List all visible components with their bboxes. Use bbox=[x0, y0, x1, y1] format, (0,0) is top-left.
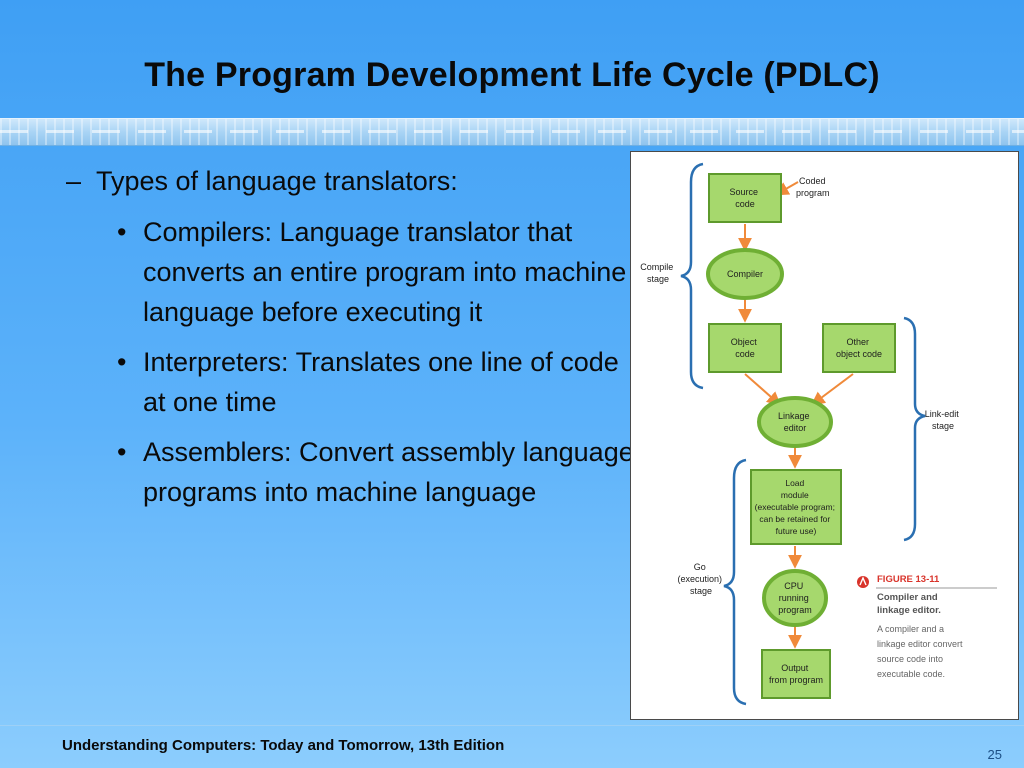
bracket-compile bbox=[680, 162, 704, 390]
caption-number: FIGURE 13-11 bbox=[877, 574, 940, 585]
figure-compiler-linkage: Source code Compiler Object code Other o… bbox=[630, 151, 1019, 720]
line: Other bbox=[846, 337, 869, 347]
caption-body: A compiler and a linkage editor convert … bbox=[877, 624, 965, 679]
arrow-other-to-linkage bbox=[810, 373, 854, 406]
line: (execution) bbox=[677, 574, 722, 584]
node-output bbox=[761, 649, 831, 699]
bullet-item: • Assemblers: Convert assembly language p… bbox=[117, 432, 637, 512]
bullet-list: • Compilers: Language translator that con… bbox=[117, 212, 637, 522]
line: Compiler and bbox=[877, 592, 938, 603]
line: Object bbox=[731, 337, 758, 347]
line: A compiler and a bbox=[877, 624, 944, 634]
line: program bbox=[778, 605, 812, 615]
line: source code into bbox=[877, 654, 943, 664]
node-source-code-text: Source code bbox=[729, 187, 760, 209]
line: linkage editor. bbox=[877, 605, 941, 616]
node-cpu-text: CPU running program bbox=[778, 581, 812, 615]
line: running bbox=[779, 593, 809, 603]
line: object code bbox=[836, 349, 882, 359]
node-load-module bbox=[750, 469, 842, 545]
line: executable code. bbox=[877, 669, 945, 679]
line: module bbox=[781, 490, 809, 500]
line: CPU bbox=[784, 581, 803, 591]
line: stage bbox=[932, 421, 954, 431]
label-go-stage: Go (execution) stage bbox=[677, 562, 724, 596]
line: Linkage bbox=[778, 411, 810, 421]
line: future use) bbox=[776, 526, 817, 536]
caption-badge-glyph bbox=[859, 576, 867, 586]
bullet-dot: • bbox=[117, 217, 127, 247]
node-load-module-text: Load module (executable program; can be … bbox=[755, 478, 838, 536]
line: linkage editor convert bbox=[877, 639, 963, 649]
bullet-text: Assemblers: Convert assembly language pr… bbox=[143, 437, 634, 507]
line: Go bbox=[694, 562, 706, 572]
dash-item-text: Types of language translators: bbox=[96, 166, 458, 196]
bullet-text: Interpreters: Translates one line of cod… bbox=[143, 347, 619, 417]
line: editor bbox=[784, 423, 807, 433]
dash-marker: – bbox=[66, 166, 82, 196]
line: code bbox=[735, 349, 755, 359]
node-linkage-editor-text: Linkage editor bbox=[778, 411, 812, 433]
label-coded-program: Coded program bbox=[796, 176, 830, 198]
bracket-link-edit bbox=[903, 316, 926, 542]
circuit-board-banner bbox=[0, 118, 1024, 146]
node-object-code-text: Object code bbox=[731, 337, 760, 359]
node-compiler-text: Compiler bbox=[727, 269, 763, 279]
line: program bbox=[796, 188, 830, 198]
line: (executable program; bbox=[755, 502, 835, 512]
figure-caption: FIGURE 13-11 Compiler and linkage editor… bbox=[857, 574, 997, 679]
stage-brackets bbox=[680, 162, 926, 706]
line: can be retained for bbox=[759, 514, 830, 524]
bracket-go bbox=[723, 458, 747, 706]
caption-title: Compiler and linkage editor. bbox=[877, 592, 941, 616]
bullet-item: • Interpreters: Translates one line of co… bbox=[117, 342, 637, 422]
slide-title: The Program Development Life Cycle (PDLC… bbox=[144, 56, 880, 94]
line: code bbox=[735, 199, 755, 209]
label-compile-stage: Compile stage bbox=[640, 262, 676, 284]
footer-divider bbox=[0, 725, 1024, 726]
node-other-object-code bbox=[822, 323, 896, 373]
bullet-item: • Compilers: Language translator that con… bbox=[117, 212, 637, 332]
bullet-dot: • bbox=[117, 347, 127, 377]
flow-arrows bbox=[738, 181, 854, 649]
line: Output bbox=[781, 663, 809, 673]
line: Compile bbox=[640, 262, 673, 272]
node-linkage-editor bbox=[757, 396, 833, 448]
page-number: 25 bbox=[987, 747, 1002, 762]
dash-item: –Types of language translators: bbox=[66, 166, 458, 197]
bullet-dot: • bbox=[117, 437, 127, 467]
line: stage bbox=[647, 274, 669, 284]
line: from program bbox=[769, 675, 823, 685]
node-compiler bbox=[706, 248, 784, 300]
node-other-object-code-text: Other object code bbox=[836, 337, 882, 359]
line: Link-edit bbox=[925, 409, 960, 419]
line: stage bbox=[690, 586, 712, 596]
arrow-object-to-linkage bbox=[744, 373, 782, 406]
line: Load bbox=[785, 478, 804, 488]
node-cpu bbox=[762, 569, 828, 627]
footer-book-title: Understanding Computers: Today and Tomor… bbox=[62, 737, 505, 754]
line: Coded bbox=[799, 176, 826, 186]
bullet-text: Compilers: Language translator that conv… bbox=[143, 217, 627, 327]
line: Source bbox=[729, 187, 758, 197]
label-link-edit-stage: Link-edit stage bbox=[925, 409, 962, 431]
node-source-code bbox=[708, 173, 782, 223]
node-output-text: Output from program bbox=[769, 663, 823, 685]
node-object-code bbox=[708, 323, 782, 373]
